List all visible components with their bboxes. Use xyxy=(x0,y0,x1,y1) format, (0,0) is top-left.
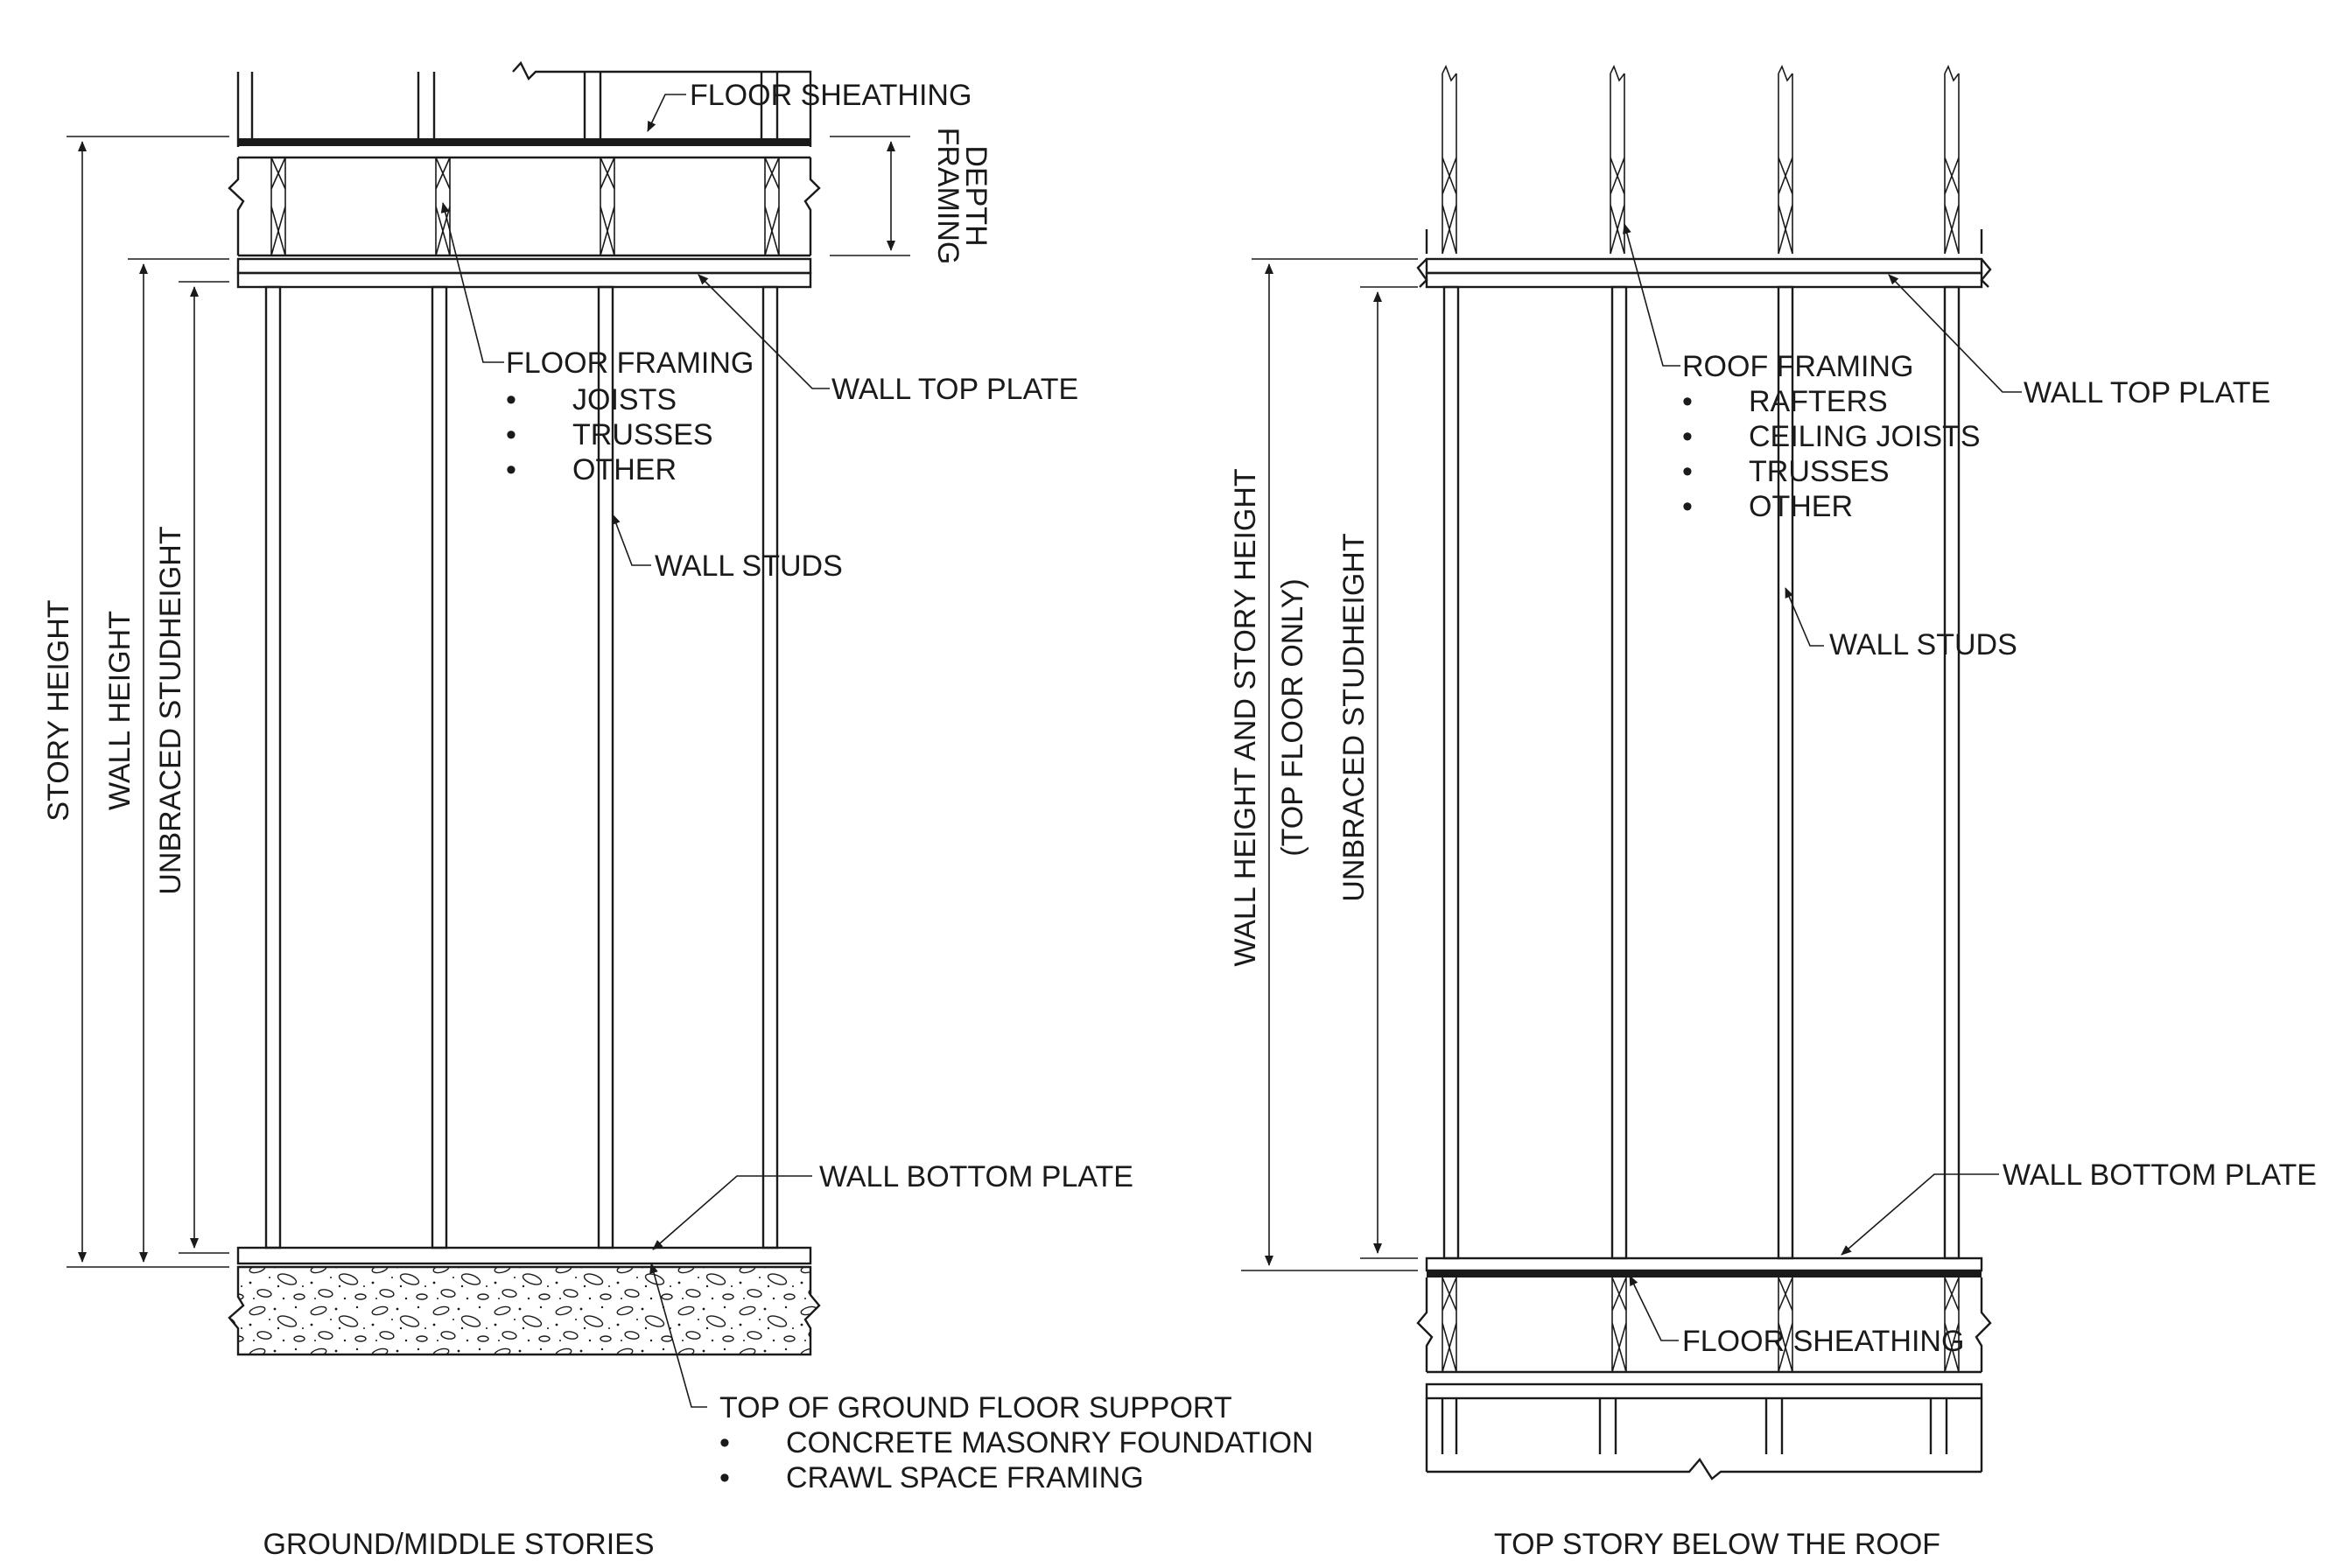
label-roof-framing-rafters: RAFTERS xyxy=(1749,385,1888,418)
label-floor-sheathing-right: FLOOR SHEATHING xyxy=(1682,1325,1964,1358)
bullet: • xyxy=(1682,420,1693,453)
bullet: • xyxy=(506,383,516,416)
bullet: • xyxy=(506,418,516,452)
left-panel: STORY HEIGHT WALL HEIGHT UNBRACED STUDHE… xyxy=(42,60,1314,1561)
left-leaders xyxy=(440,94,830,1408)
label-floor-framing-other: OTHER xyxy=(572,453,677,486)
label-ground-support-concrete: CONCRETE MASONRY FOUNDATION xyxy=(786,1426,1314,1460)
label-floor-framing-trusses: TRUSSES xyxy=(572,418,713,452)
left-floor-sheathing-upper xyxy=(238,138,810,146)
label-roof-framing: ROOF FRAMING xyxy=(1682,350,1913,383)
label-wall-top-plate-right: WALL TOP PLATE xyxy=(2024,376,2270,410)
label-wall-studs-left: WALL STUDS xyxy=(655,550,843,583)
label-wall-bottom-plate-right: WALL BOTTOM PLATE xyxy=(2003,1158,2317,1192)
label-floor-framing: FLOOR FRAMING xyxy=(506,346,754,380)
label-floor-sheathing-left: FLOOR SHEATHING xyxy=(690,79,972,112)
right-floor-framing-below xyxy=(1416,1277,1992,1480)
caption-left: GROUND/MIDDLE STORIES xyxy=(263,1528,654,1561)
left-wall-top-plate xyxy=(236,257,812,289)
dim-story-height: STORY HEIGHT xyxy=(42,599,75,821)
dim-framing-depth-line2: DEPTH xyxy=(959,145,993,246)
label-roof-framing-other: OTHER xyxy=(1749,490,1853,523)
label-ground-support-crawl: CRAWL SPACE FRAMING xyxy=(786,1461,1144,1494)
label-roof-framing-trusses: TRUSSES xyxy=(1749,455,1890,488)
bullet: • xyxy=(1682,385,1693,418)
caption-right: TOP STORY BELOW THE ROOF xyxy=(1494,1528,1940,1561)
bullet: • xyxy=(1682,455,1693,488)
label-floor-framing-joists: JOISTS xyxy=(572,383,677,416)
right-roof-framing xyxy=(1425,65,1983,255)
left-foundation xyxy=(228,1265,821,1356)
label-ground-support: TOP OF GROUND FLOOR SUPPORT xyxy=(719,1391,1232,1424)
left-joists xyxy=(270,157,780,256)
bullet: • xyxy=(719,1461,730,1494)
right-panel: WALL HEIGHT AND STORY HEIGHT (TOP FLOOR … xyxy=(1229,65,2317,1561)
dim-wall-story-height-line2: (TOP FLOOR ONLY) xyxy=(1276,578,1309,856)
label-wall-bottom-plate-left: WALL BOTTOM PLATE xyxy=(819,1160,1133,1194)
label-roof-framing-ceiling-joists: CEILING JOISTS xyxy=(1749,420,1981,453)
left-upper-framing xyxy=(228,60,821,257)
left-wall-bottom-plate xyxy=(236,1246,812,1265)
dim-wall-story-height-line1: WALL HEIGHT AND STORY HEIGHT xyxy=(1229,468,1262,966)
dim-unbraced-studheight-right: UNBRACED STUDHEIGHT xyxy=(1337,533,1371,901)
right-leaders xyxy=(1623,223,2022,1341)
right-dimensions xyxy=(1241,258,1418,1271)
label-wall-top-plate-left: WALL TOP PLATE xyxy=(831,373,1078,406)
right-wall-bottom-plate xyxy=(1425,1256,1983,1272)
bullet: • xyxy=(506,453,516,486)
dim-framing-depth-line1: FRAMING xyxy=(931,128,965,265)
bullet: • xyxy=(1682,490,1693,523)
dim-unbraced-studheight: UNBRACED STUDHEIGHT xyxy=(154,526,187,894)
right-wall-top-plate xyxy=(1416,257,1992,289)
right-floor-sheathing xyxy=(1427,1270,1982,1278)
bullet: • xyxy=(719,1426,730,1460)
label-wall-studs-right: WALL STUDS xyxy=(1829,628,2017,662)
left-dimensions xyxy=(67,136,910,1268)
dim-wall-height: WALL HEIGHT xyxy=(103,611,137,810)
